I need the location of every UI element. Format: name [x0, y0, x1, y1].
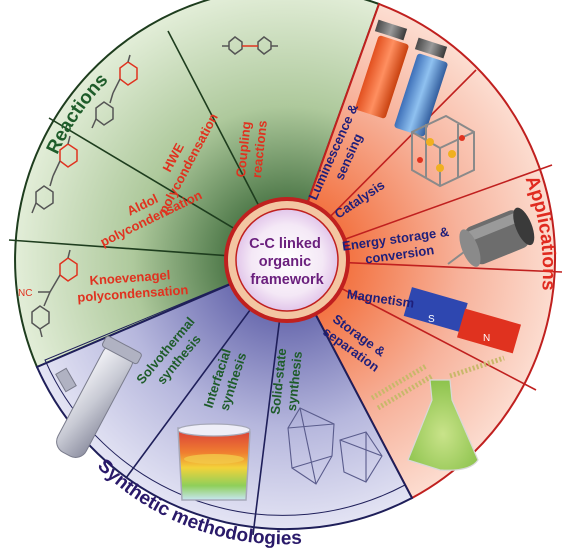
reactions-sector: [14, 0, 381, 369]
stilbene-aldol-icon: [31, 135, 78, 214]
nitrile-label: NC: [18, 288, 32, 299]
center-title: C-C linked organic framework: [249, 236, 325, 288]
beaker-icon: [177, 423, 251, 501]
reaction-label-coupling: Coupling reactions: [233, 117, 270, 180]
method-label-solid-state: Solid-state synthesis: [267, 344, 305, 417]
catalyst-framework-icon: [411, 114, 475, 188]
cyano-stilbene-icon: [31, 249, 78, 338]
capacitor-icon: [447, 207, 535, 267]
autoclave-icon: [55, 335, 142, 458]
center-title-line-2: organic: [259, 254, 311, 270]
stilbene-hwe-icon: [91, 54, 138, 129]
crystals-icon: [287, 407, 383, 485]
applications-sector: [285, 2, 557, 500]
center-disc: [235, 208, 339, 312]
magnet-north-label: N: [483, 333, 490, 344]
biphenyl-icon: [222, 36, 278, 55]
center-title-line-3: framework: [250, 272, 324, 288]
bar-magnet-icon: [403, 287, 522, 354]
methods-inner-frame: [44, 259, 406, 516]
separation-flask-icon: [370, 355, 505, 471]
magnet-south-label: S: [428, 314, 435, 325]
center-title-line-1: C-C linked: [249, 236, 321, 252]
luminescent-vials-icon: [355, 19, 448, 137]
methods-sector: [35, 258, 414, 531]
